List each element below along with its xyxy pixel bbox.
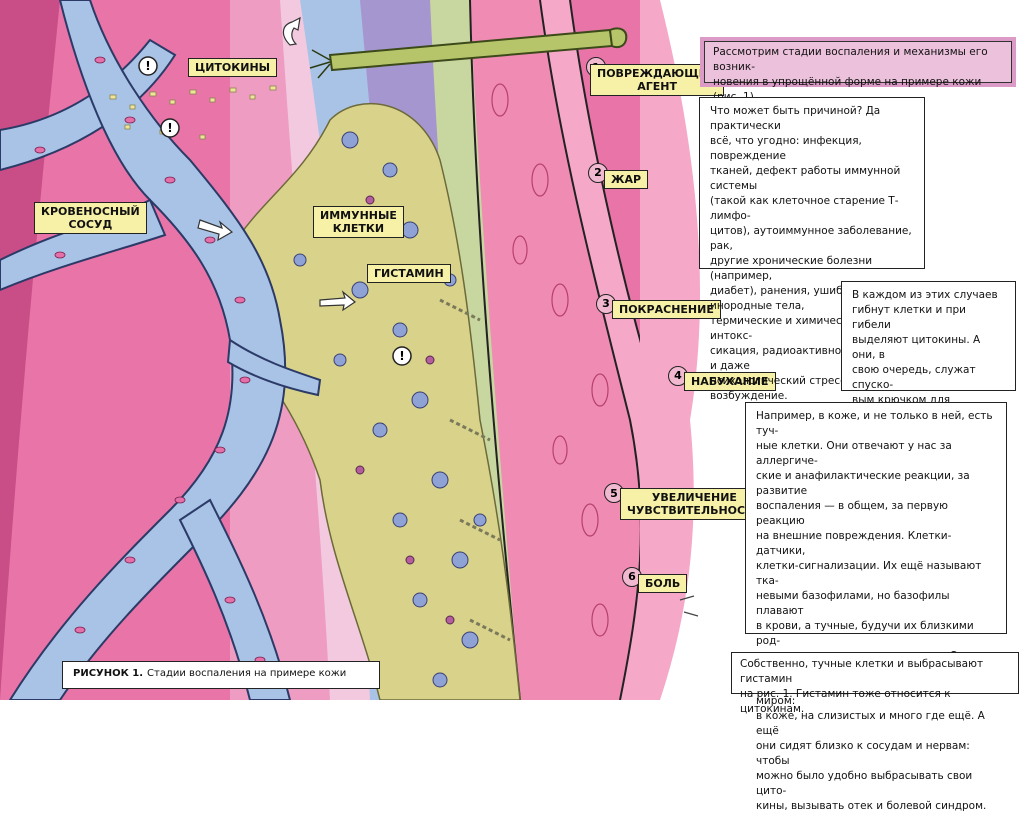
histamine-note-text: Собственно, тучные клетки и выбрасывают … bbox=[731, 652, 1019, 715]
svg-text:!: ! bbox=[145, 59, 150, 73]
alert-bubble: ! bbox=[160, 118, 180, 138]
alert-bubble: ! bbox=[138, 56, 158, 76]
vessel-branch-top bbox=[0, 38, 177, 172]
stage-number: 3 bbox=[596, 293, 616, 314]
vessel-branch-right bbox=[226, 338, 322, 397]
figure-caption: РИСУНОК 1.Стадии воспаления на примере к… bbox=[62, 661, 380, 689]
label-immune-cells: ИММУННЫЕ КЛЕТКИ bbox=[313, 206, 404, 238]
arrow-histamine bbox=[319, 290, 357, 312]
label-blood-vessel: КРОВЕНОСНЫЙ СОСУД bbox=[34, 202, 147, 234]
arrow-cytokine bbox=[282, 16, 301, 46]
svg-text:!: ! bbox=[399, 349, 404, 363]
arrow-vessel bbox=[197, 219, 234, 242]
stage-label: БОЛЬ bbox=[638, 574, 688, 593]
stage-4: 4 НАБУХАНИЕ bbox=[668, 360, 776, 391]
blood-vessel bbox=[8, 0, 287, 700]
caption-figure-number: РИСУНОК 1. bbox=[73, 668, 144, 679]
stage-label: НАБУХАНИЕ bbox=[684, 372, 776, 391]
dermis-shadow bbox=[0, 0, 60, 700]
causes-text: Что может быть причиной? Да практически … bbox=[699, 97, 925, 402]
stage-5: 5 УВЕЛИЧЕНИЕ ЧУВСТВИТЕЛЬНОСТИ bbox=[604, 466, 769, 520]
intro-text: Рассмотрим стадии воспаления и механизмы… bbox=[704, 41, 1012, 103]
intro-box: Рассмотрим стадии воспаления и механизмы… bbox=[700, 37, 1016, 103]
stage-6: 6 БОЛЬ bbox=[622, 560, 688, 593]
label-histamine: ГИСТАМИН bbox=[367, 264, 451, 283]
alert-bubble: ! bbox=[392, 346, 412, 366]
mast-cells-text: Например, в коже, и не только в ней, ест… bbox=[745, 402, 1007, 812]
basement-layer bbox=[430, 0, 530, 700]
stage-number: 6 bbox=[622, 566, 642, 587]
label-cytokines: ЦИТОКИНЫ bbox=[188, 58, 278, 77]
stage-3: 3 ПОКРАСНЕНИЕ bbox=[596, 288, 721, 319]
stage-label: ЖАР bbox=[604, 170, 649, 189]
cell-death-text: В каждом из этих случаев гибнут клетки и… bbox=[841, 281, 1016, 436]
caption-text: Стадии воспаления на примере кожи bbox=[147, 668, 347, 679]
stage-label: ПОКРАСНЕНИЕ bbox=[612, 300, 721, 319]
stage-label: УВЕЛИЧЕНИЕ ЧУВСТВИТЕЛЬНОСТИ bbox=[620, 488, 769, 520]
svg-text:!: ! bbox=[167, 121, 172, 135]
stage-2: 2 ЖАР bbox=[588, 156, 649, 189]
skin-edge bbox=[640, 0, 700, 700]
